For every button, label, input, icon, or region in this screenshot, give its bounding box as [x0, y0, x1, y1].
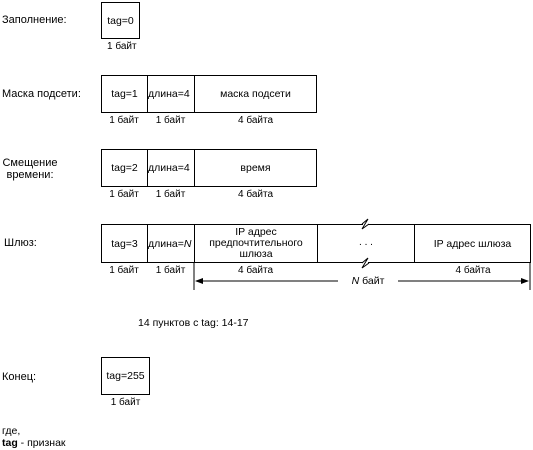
gateway-tag-cell: tag=3	[102, 225, 148, 262]
offset-label-line2: времени:	[6, 169, 54, 181]
gateway-len-var: N	[183, 237, 192, 250]
offset-size-len: 1 байт	[155, 189, 186, 200]
mask-tag-cell: tag=1	[102, 76, 148, 112]
gateway-last-cell: IP адрес шлюза	[433, 237, 512, 250]
span-arrow-left	[195, 278, 203, 284]
mask-label: Маска подсети:	[2, 88, 81, 100]
gateway-record-left: tag=3 длина=N IP адрес предпочтительного…	[101, 224, 363, 263]
gateway-mid-right	[368, 225, 415, 262]
gateway-size-tag: 1 байт	[109, 265, 139, 276]
pad-label: Заполнение:	[2, 14, 67, 26]
end-tag-text: tag=255	[106, 370, 145, 382]
gateway-ellipsis: . . .	[359, 237, 373, 248]
gateway-first-cell: IP адрес предпочтительного шлюза	[195, 225, 318, 262]
legend-where: где,	[2, 425, 21, 437]
end-size: 1 байт	[110, 397, 141, 408]
legend-definition: - признак	[17, 437, 66, 449]
end-tag-box: tag=255	[101, 357, 150, 395]
mask-size-tag: 1 байт	[109, 115, 139, 126]
mask-size-len: 1 байт	[155, 115, 186, 126]
tag-range-note: 14 пунктов с tag: 14-17	[138, 317, 249, 329]
gateway-size-len: 1 байт	[155, 265, 186, 276]
pad-tag-box: tag=0	[101, 2, 140, 39]
offset-record: tag=2 длина=4 время	[101, 149, 317, 187]
break-mark-bottom	[361, 257, 370, 269]
gateway-len-cell: длина=N	[148, 225, 195, 262]
gateway-span-unit: байт	[359, 275, 385, 287]
offset-value-cell: время	[240, 162, 271, 174]
gateway-size-first: 4 байта	[237, 265, 273, 276]
offset-label-line1: Смещение	[2, 157, 58, 169]
break-mark-top	[361, 218, 370, 230]
pad-size: 1 байт	[107, 41, 137, 52]
offset-len-cell: длина=4	[148, 150, 195, 186]
offset-tag-cell: tag=2	[102, 150, 148, 186]
offset-label: Смещение времени:	[2, 157, 58, 181]
legend-line: tag - признак	[2, 437, 66, 449]
gateway-span-var: N	[351, 275, 360, 287]
gateway-label: Шлюз:	[4, 237, 37, 249]
gateway-size-last: 4 байта	[455, 265, 491, 276]
end-label: Конец:	[2, 371, 37, 383]
mask-len-cell: длина=4	[148, 76, 195, 112]
mask-record: tag=1 длина=4 маска подсети	[101, 75, 317, 113]
legend-term: tag	[2, 437, 18, 449]
gateway-record-right: IP адрес шлюза	[368, 224, 531, 263]
mask-size-value: 4 байта	[237, 115, 273, 126]
gateway-len-prefix: длина=	[148, 237, 184, 250]
mask-value-cell: маска подсети	[220, 88, 291, 100]
gateway-span-label: N байт	[336, 275, 400, 287]
pad-tag-text: tag=0	[107, 14, 134, 27]
offset-size-value: 4 байта	[237, 189, 273, 200]
offset-size-tag: 1 байт	[109, 189, 139, 200]
span-arrow-right	[521, 278, 529, 284]
